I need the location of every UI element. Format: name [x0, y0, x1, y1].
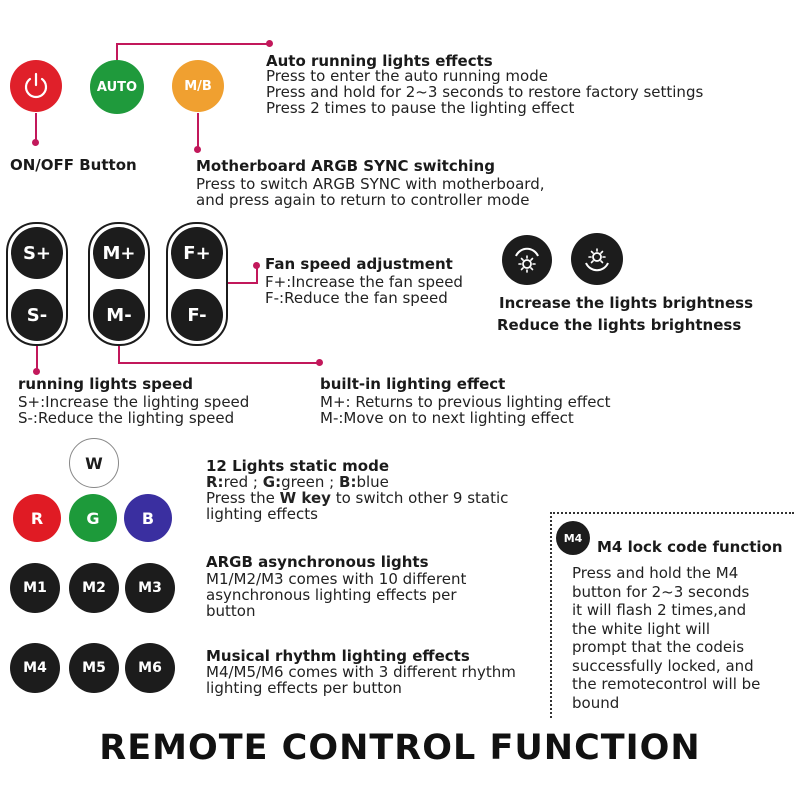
static-mode-desc: R:red ; G:green ; B:blue Press the W key…: [206, 474, 508, 522]
argb-async-line: button: [206, 602, 256, 620]
s-plus-button[interactable]: S+: [11, 227, 63, 279]
auto-running-title: Auto running lights effects: [266, 52, 493, 70]
musical-line: lighting effects per button: [206, 679, 402, 697]
mb-sync-desc: Press to switch ARGB SYNC with motherboa…: [196, 176, 545, 208]
auto-running-line: Press to enter the auto running mode: [266, 67, 548, 85]
m-plus-button[interactable]: M+: [93, 227, 145, 279]
argb-async-line: M1/M2/M3 comes with 10 different: [206, 570, 467, 588]
builtin-line: M+: Returns to previous lighting effect: [320, 393, 611, 411]
f-plus-button[interactable]: F+: [171, 227, 223, 279]
running-speed-title: running lights speed: [18, 375, 193, 393]
b-button[interactable]: B: [124, 494, 172, 542]
brightness-reduce-label: Reduce the lights brightness: [497, 316, 742, 334]
m-minus-button[interactable]: M-: [93, 289, 145, 341]
m4-lock-line: the remotecontrol will be: [572, 675, 761, 693]
m3-button[interactable]: M3: [125, 563, 175, 613]
builtin-desc: M+: Returns to previous lighting effect …: [320, 394, 611, 426]
s-minus-button[interactable]: S-: [11, 289, 63, 341]
b-value: blue: [356, 473, 389, 491]
static-mode-line2-pre: Press the: [206, 489, 280, 507]
static-mode-line2: Press the W key to switch other 9 static: [206, 490, 508, 506]
mb-sync-line: and press again to return to controller …: [196, 191, 530, 209]
m4-lock-desc: Press and hold the M4 button for 2~3 sec…: [572, 564, 760, 712]
g-key-label: G:: [262, 473, 282, 491]
static-mode-line3: lighting effects: [206, 505, 318, 523]
running-speed-line: S-:Reduce the lighting speed: [18, 409, 235, 427]
argb-async-title: ARGB asynchronous lights: [206, 553, 429, 571]
mb-sync-title: Motherboard ARGB SYNC switching: [196, 157, 495, 175]
m4-lock-line: it will flash 2 times,and: [572, 601, 747, 619]
argb-async-line: asynchronous lighting effects per: [206, 586, 457, 604]
m4-lock-line: button for 2~3 seconds: [572, 582, 750, 601]
running-speed-line: S+:Increase the lighting speed: [18, 393, 250, 411]
b-key-label: B:: [339, 473, 357, 491]
fan-speed-line: F+:Increase the fan speed: [265, 273, 463, 291]
g-button[interactable]: G: [69, 494, 117, 542]
brightness-down-icon: [585, 248, 609, 272]
static-mode-colors: R:red ; G:green ; B:blue: [206, 474, 508, 490]
musical-desc: M4/M5/M6 comes with 3 different rhythm l…: [206, 664, 516, 696]
auto-running-desc: Press to enter the auto running mode Pre…: [266, 68, 703, 116]
m1-button[interactable]: M1: [10, 563, 60, 613]
static-mode-line2-post: to switch other 9 static: [330, 489, 509, 507]
auto-running-line: Press and hold for 2~3 seconds to restor…: [266, 83, 704, 101]
fan-speed-desc: F+:Increase the fan speed F-:Reduce the …: [265, 274, 463, 306]
r-value: red ;: [223, 473, 258, 491]
m4-lock-line: Press and hold the M4: [572, 564, 739, 582]
m4-lock-line: the white light will: [572, 619, 710, 638]
static-mode-title: 12 Lights static mode: [206, 457, 390, 475]
f-minus-button[interactable]: F-: [171, 289, 223, 341]
footer-title: REMOTE CONTROL FUNCTION: [99, 728, 701, 768]
mb-button[interactable]: M/B: [172, 60, 224, 112]
brightness-increase-label: Increase the lights brightness: [499, 294, 754, 312]
m4-lock-title: M4 lock code function: [597, 538, 783, 556]
fan-speed-line: F-:Reduce the fan speed: [265, 289, 448, 307]
auto-running-line: Press 2 times to pause the lighting effe…: [266, 99, 575, 117]
m6-button[interactable]: M6: [125, 643, 175, 693]
m4-lock-badge: M4: [556, 521, 590, 555]
auto-button[interactable]: AUTO: [90, 60, 144, 114]
m4-lock-divider: [550, 512, 552, 718]
brightness-up-icon: [515, 247, 539, 273]
musical-title: Musical rhythm lighting effects: [206, 647, 470, 665]
r-button[interactable]: R: [13, 494, 61, 542]
musical-line: M4/M5/M6 comes with 3 different rhythm: [206, 663, 516, 681]
m2-button[interactable]: M2: [69, 563, 119, 613]
r-key-label: R:: [206, 473, 224, 491]
running-speed-desc: S+:Increase the lighting speed S-:Reduce…: [18, 394, 249, 426]
argb-async-desc: M1/M2/M3 comes with 10 different asynchr…: [206, 571, 466, 619]
power-button[interactable]: [10, 60, 62, 112]
brightness-down-button[interactable]: [571, 233, 623, 285]
on-off-title: ON/OFF Button: [10, 156, 137, 174]
m4-lock-top-border: [550, 512, 794, 514]
m4-button[interactable]: M4: [10, 643, 60, 693]
m4-lock-line: bound: [572, 693, 620, 712]
m4-lock-line: successfully locked, and: [572, 656, 754, 675]
builtin-title: built-in lighting effect: [320, 375, 506, 393]
brightness-up-button[interactable]: [502, 235, 552, 285]
m4-lock-line: prompt that the codeis: [572, 638, 745, 656]
fan-speed-title: Fan speed adjustment: [265, 255, 453, 273]
w-key-label: W key: [279, 489, 331, 507]
g-value: green ;: [281, 473, 335, 491]
mb-sync-line: Press to switch ARGB SYNC with motherboa…: [196, 175, 545, 193]
m5-button[interactable]: M5: [69, 643, 119, 693]
power-icon: [24, 72, 48, 99]
builtin-line: M-:Move on to next lighting effect: [320, 409, 574, 427]
w-button[interactable]: W: [69, 438, 119, 488]
